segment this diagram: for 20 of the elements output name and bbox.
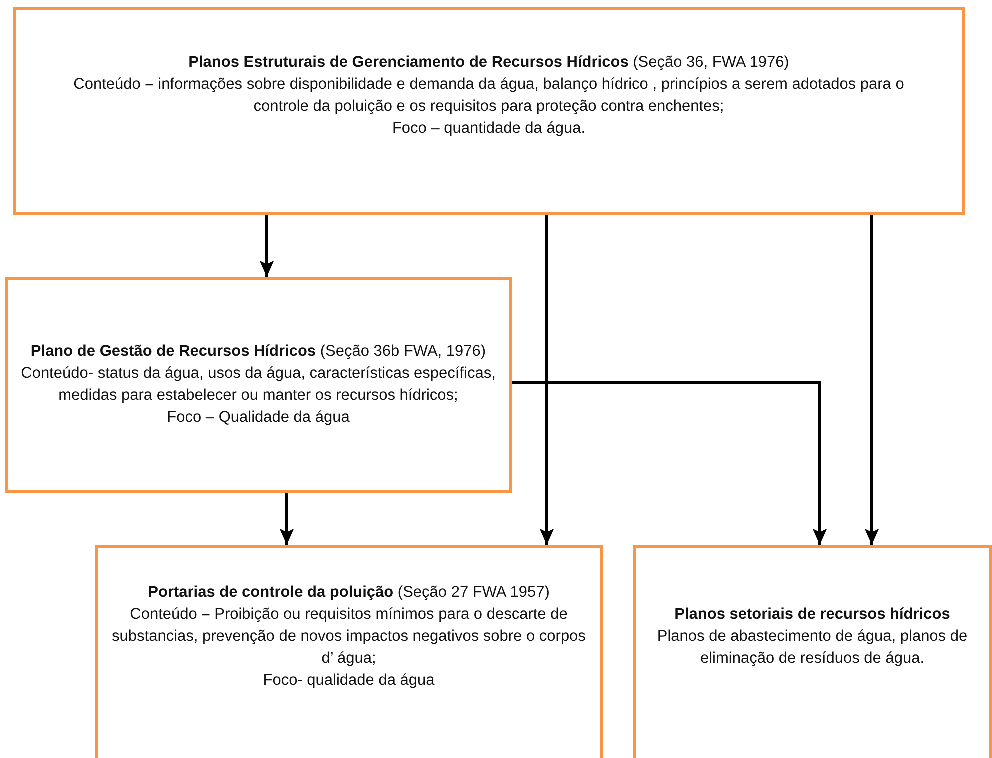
heading: Planos setoriais de recursos hídricos (674, 604, 950, 624)
text-box (13, 7, 965, 215)
content-text: Conteúdo – Proibição ou requisitos mínimos para o descarte de substancias, prevenção de novos impactos negativos sobre o corpos d’ água; (111, 604, 587, 668)
content-text: Conteúdo- status da água, usos da água, características específicas, medidas para estabelecer ou manter os recursos hídricos; (20, 364, 497, 406)
focus-text: Foco – Qualidade da água (167, 408, 350, 428)
focus-text: Foco- qualidade da água (263, 670, 435, 690)
content-text: Conteúdo – informações sobre disponibilidade e demanda da água, balanço hídrico , princípios a serem adotados para o controle da poluição e os requisitos para proteção contra enchentes; (72, 75, 906, 117)
text-box (95, 545, 603, 758)
content-text: Planos de abastecimento de água, planos de eliminação de resíduos de água. (656, 626, 969, 668)
arrow (864, 215, 880, 545)
heading: Plano de Gestão de Recursos Hídricos (Seção 36b FWA, 1976) (30, 342, 486, 362)
arrow (512, 382, 828, 545)
heading: Planos Estruturais de Gerenciamento de Recursos Hídricos (Seção 36, FWA 1976) (188, 53, 790, 73)
arrow (280, 493, 294, 545)
text-box (633, 545, 992, 758)
arrow (540, 215, 554, 545)
focus-text: Foco – quantidade da água. (392, 119, 586, 139)
heading: Portarias de controle da poluição (Seção 27 FWA 1957) (148, 582, 550, 602)
text-box (5, 277, 512, 493)
arrow (260, 215, 274, 277)
